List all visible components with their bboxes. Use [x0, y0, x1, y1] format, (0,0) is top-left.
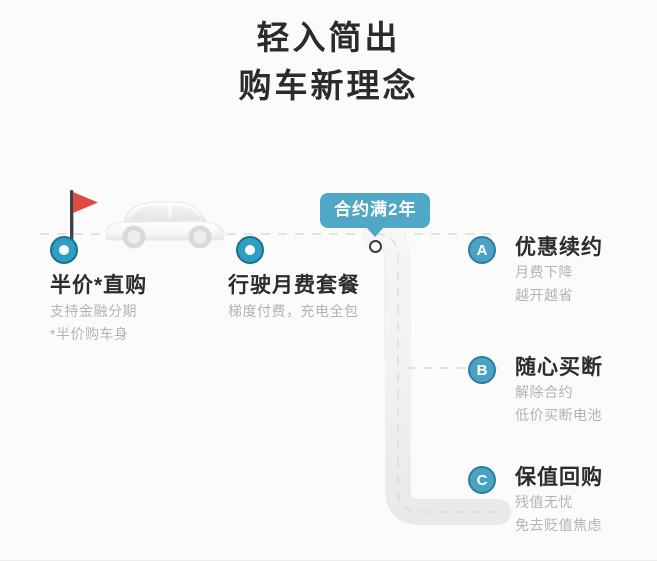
- branch-subtitle-2: 越开越省: [515, 287, 573, 303]
- branch-option-c: C 保值回购 残值无忧 免去贬值焦虑: [468, 464, 603, 537]
- branch-subtitle-2: 低价买断电池: [515, 407, 602, 423]
- stage-monthly-plan: 行驶月费套餐 梯度付费，充电全包: [228, 272, 360, 323]
- branch-subtitle-2: 免去贬值焦虑: [515, 517, 602, 533]
- branch-subtitle-1: 解除合约: [515, 384, 573, 400]
- flag-icon: [70, 190, 98, 242]
- branch-text-a: 优惠续约 月费下降 越开越省: [515, 234, 603, 307]
- branch-title: 随心买断: [515, 356, 603, 379]
- route-mid-marker-icon: [236, 236, 264, 264]
- branch-subtitle-1: 月费下降: [515, 264, 573, 280]
- branch-badge-a: A: [468, 236, 496, 264]
- contract-duration-badge: 合约满2年: [320, 193, 431, 237]
- route-start-marker-icon: [50, 236, 78, 264]
- stage-title: 半价*直购: [50, 274, 148, 297]
- branch-text-c: 保值回购 残值无忧 免去贬值焦虑: [515, 464, 603, 537]
- stage-subtitle-2: *半价购车身: [50, 326, 129, 342]
- stage-subtitle-1: 梯度付费，充电全包: [228, 303, 359, 319]
- branch-option-b: B 随心买断 解除合约 低价买断电池: [468, 354, 603, 427]
- car-icon: [105, 201, 225, 249]
- branch-text-b: 随心买断 解除合约 低价买断电池: [515, 354, 603, 427]
- stage-subtitle-1: 支持金融分期: [50, 303, 137, 319]
- page-title: 轻入简出 购车新理念: [0, 14, 657, 110]
- stage-half-price-purchase: 半价*直购 支持金融分期 *半价购车身: [50, 272, 147, 346]
- branch-badge-b: B: [468, 356, 496, 384]
- title-line-secondary: 购车新理念: [238, 67, 419, 104]
- title-line-primary: 轻入简出: [256, 19, 401, 56]
- branch-title: 优惠续约: [515, 236, 603, 259]
- branch-badge-c: C: [468, 466, 496, 494]
- stage-title: 行驶月费套餐: [228, 274, 360, 297]
- branch-subtitle-1: 残值无忧: [515, 494, 573, 510]
- road-vertical-trunk: [362, 221, 511, 525]
- route-junction-icon: [369, 240, 382, 253]
- branch-title: 保值回购: [515, 466, 603, 489]
- branch-option-a: A 优惠续约 月费下降 越开越省: [468, 234, 603, 307]
